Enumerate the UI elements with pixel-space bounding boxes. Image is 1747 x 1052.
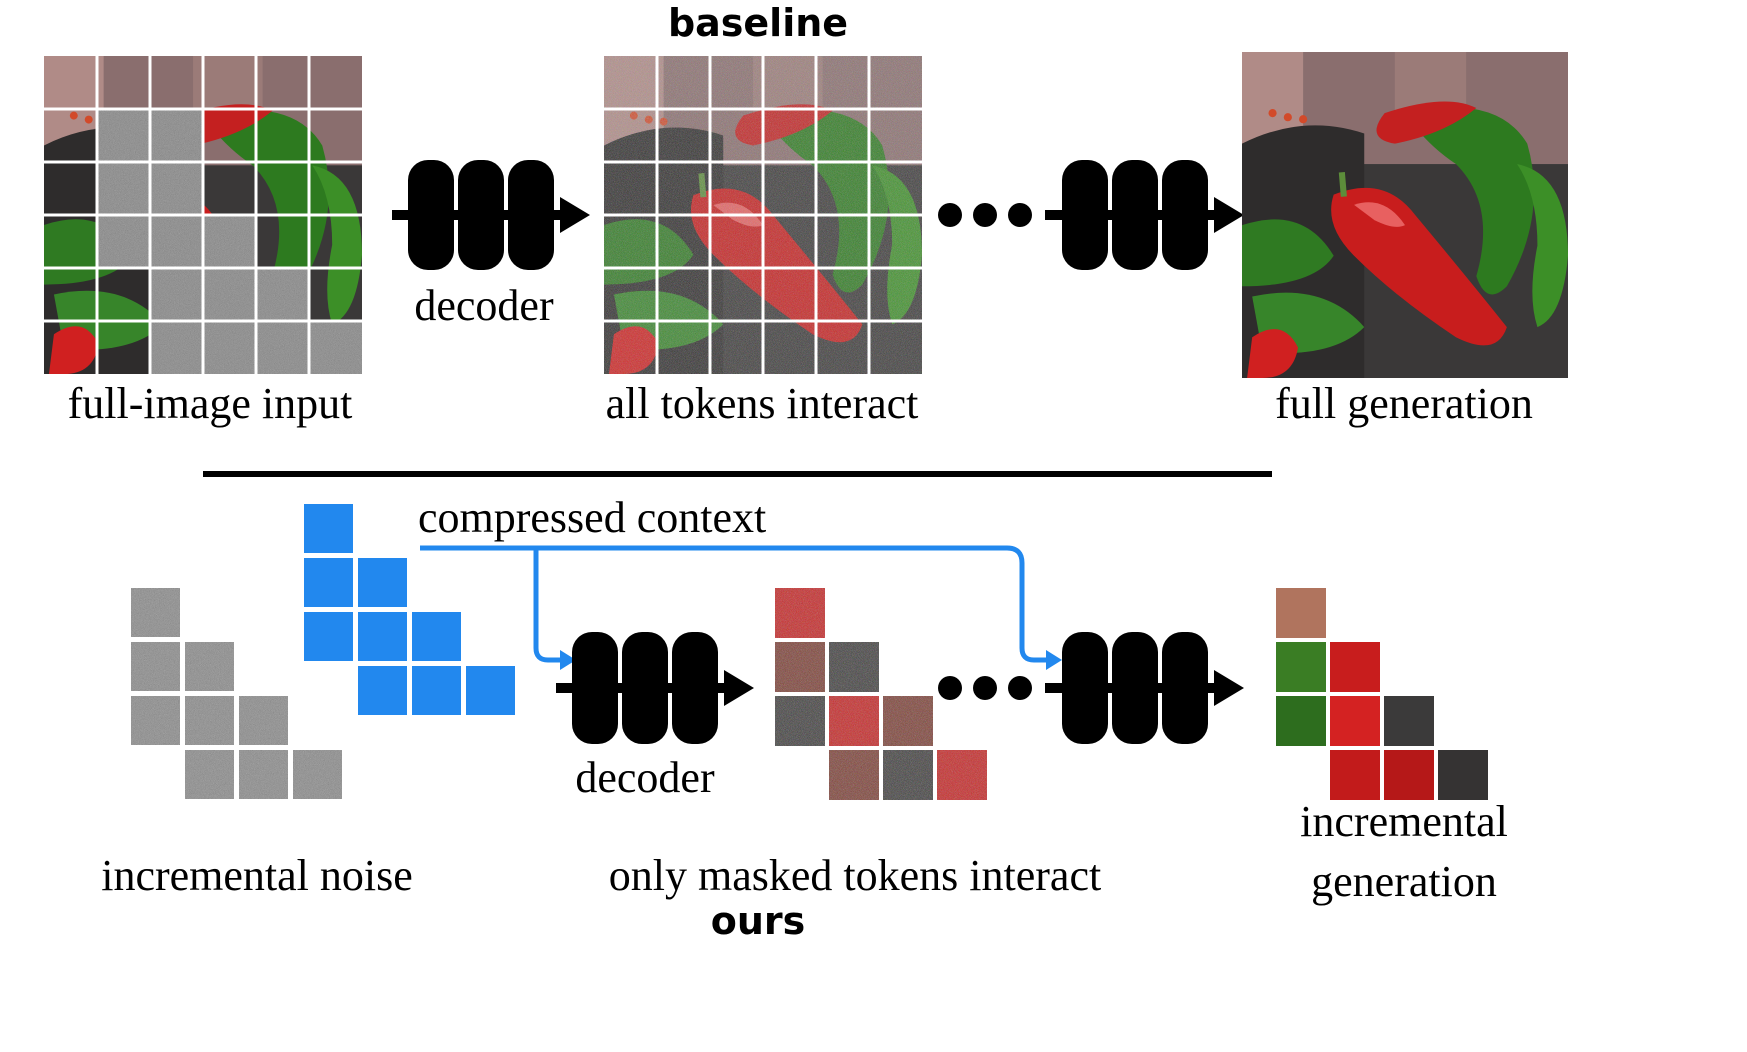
compressed-context-label: compressed context — [418, 493, 766, 542]
noise-texture — [775, 642, 825, 692]
full-generation-label: full generation — [1275, 379, 1533, 428]
context-token — [412, 666, 461, 715]
context-token — [358, 558, 407, 607]
generated-token — [1276, 696, 1326, 746]
context-token — [304, 504, 353, 553]
noise-texture — [185, 750, 234, 799]
context-arrowhead-1 — [560, 650, 576, 670]
context-arrowhead-2 — [1046, 650, 1062, 670]
incremental-generation-label-line1: incremental — [1300, 797, 1508, 846]
masked-tokens-noisy — [775, 588, 987, 800]
noise-texture — [293, 750, 342, 799]
all-tokens-interact-label: all tokens interact — [606, 379, 919, 428]
baseline-title: baseline — [668, 1, 848, 45]
incremental-noise-tokens — [131, 588, 342, 799]
decoder-label-top: decoder — [414, 281, 554, 330]
noise-texture — [150, 321, 203, 374]
noise-texture — [203, 321, 256, 374]
noise-texture — [185, 642, 234, 691]
noise-texture — [829, 696, 879, 746]
generated-token — [1330, 750, 1380, 800]
noise-texture — [239, 696, 288, 745]
noise-texture — [203, 215, 256, 268]
decoder-block-top-final — [1045, 160, 1244, 270]
incremental-generation-label-line2: generation — [1311, 857, 1497, 906]
context-token — [304, 558, 353, 607]
noise-texture — [150, 162, 203, 215]
compressed-context-arrows — [420, 545, 1050, 663]
ours-title: ours — [711, 899, 806, 943]
generated-token — [1438, 750, 1488, 800]
incremental-noise-label: incremental noise — [101, 851, 413, 900]
context-token — [358, 612, 407, 661]
noise-texture — [829, 750, 879, 800]
generated-token — [1330, 642, 1380, 692]
noise-texture — [256, 321, 309, 374]
full-generation-image — [1242, 52, 1568, 378]
noise-texture — [309, 321, 362, 374]
context-token — [466, 666, 515, 715]
generated-token — [1330, 696, 1380, 746]
full-image-input-grid — [44, 56, 362, 374]
noise-texture — [97, 162, 150, 215]
noise-texture — [131, 642, 180, 691]
generated-token — [1384, 696, 1434, 746]
compressed-context-tokens — [304, 504, 515, 715]
decoder-block-bottom-final — [1045, 632, 1244, 744]
noise-texture — [150, 109, 203, 162]
ellipsis-bottom — [938, 676, 1032, 700]
noise-texture — [937, 750, 987, 800]
noise-texture — [185, 696, 234, 745]
noise-texture — [203, 268, 256, 321]
noise-texture — [775, 696, 825, 746]
noise-texture — [775, 588, 825, 638]
generated-token — [1384, 750, 1434, 800]
decoder-label-bottom: decoder — [575, 753, 715, 802]
noise-texture — [97, 215, 150, 268]
noise-texture — [239, 750, 288, 799]
noise-texture — [97, 109, 150, 162]
decoder-block-top — [392, 160, 590, 270]
noise-texture — [883, 696, 933, 746]
noise-texture — [131, 588, 180, 637]
noise-texture — [150, 268, 203, 321]
all-tokens-interact-grid — [604, 56, 922, 374]
only-masked-tokens-interact-label: only masked tokens interact — [609, 851, 1101, 900]
full-image-input-label: full-image input — [68, 379, 353, 428]
context-token — [412, 612, 461, 661]
generated-token — [1276, 642, 1326, 692]
noise-texture — [131, 696, 180, 745]
noise-texture — [256, 268, 309, 321]
noise-texture — [829, 642, 879, 692]
noise-texture — [883, 750, 933, 800]
incremental-generation-tokens — [1276, 588, 1488, 800]
ellipsis-top — [938, 203, 1032, 227]
context-token — [304, 612, 353, 661]
generated-token — [1276, 588, 1326, 638]
noise-texture — [150, 215, 203, 268]
decoder-block-bottom — [556, 632, 754, 744]
context-token — [358, 666, 407, 715]
